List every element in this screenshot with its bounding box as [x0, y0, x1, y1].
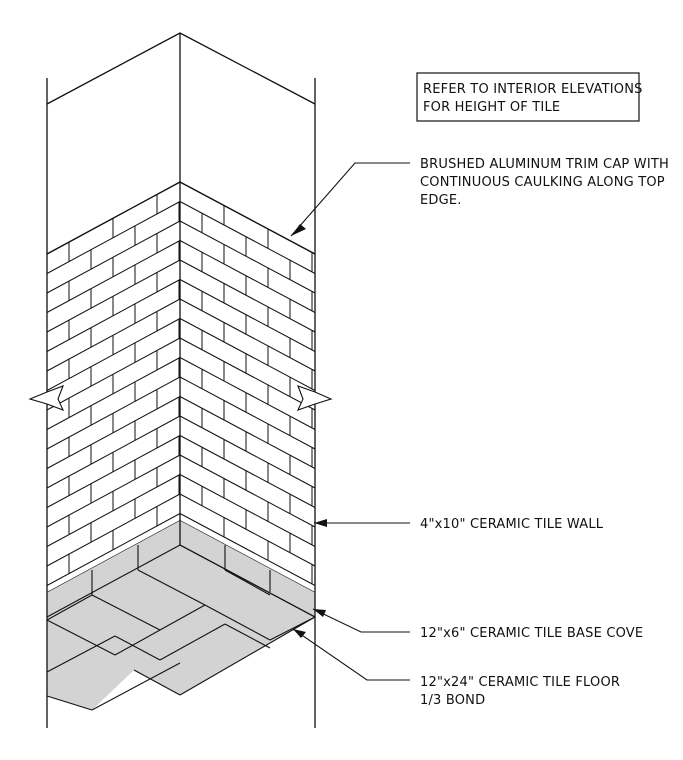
floor-tile-label-line-1: 12"x24" CERAMIC TILE FLOOR — [420, 675, 620, 690]
note-box-frame — [416, 72, 640, 122]
floor-joint-line — [91, 594, 161, 631]
base-cove-arrowhead — [313, 609, 326, 617]
floor-tile-leader — [292, 628, 410, 681]
tile-course-line — [46, 337, 181, 411]
tile-course-line — [179, 337, 316, 411]
tile-course-line — [179, 493, 316, 567]
tile-course-line — [179, 513, 316, 586]
note-box-line-1: REFER TO INTERIOR ELEVATIONS — [423, 82, 643, 97]
floor-joint-line — [159, 604, 206, 631]
tile-course-line — [179, 454, 316, 528]
floor-joint-line — [114, 635, 161, 661]
note-box: REFER TO INTERIOR ELEVATIONS FOR HEIGHT … — [416, 72, 643, 122]
floor-joint-line — [46, 544, 181, 618]
tile-course-line — [179, 376, 316, 450]
tile-course-line — [179, 259, 316, 333]
wall-tile-label: 4"x10" CERAMIC TILE WALL — [420, 517, 604, 532]
callout-labels: BRUSHED ALUMINUM TRIM CAP WITH CONTINUOU… — [420, 157, 669, 708]
tile-course-line — [46, 259, 181, 333]
base-cove-right-face — [180, 520, 315, 617]
floor-joint-line — [46, 695, 93, 711]
leader-arrowheads — [291, 224, 327, 638]
wall-tile-arrowhead — [314, 519, 327, 527]
tile-top-edge — [46, 181, 316, 255]
floor-joint-line — [137, 569, 206, 606]
floor-joint-line — [91, 662, 181, 711]
floor-joint-line — [46, 635, 116, 673]
break-symbol-right — [296, 385, 333, 411]
tile-course-line — [46, 298, 181, 372]
tile-course-line — [46, 376, 181, 450]
floor-tile-label-line-2: 1/3 BOND — [420, 693, 485, 708]
trim-cap-label-line-1: BRUSHED ALUMINUM TRIM CAP WITH — [420, 157, 669, 172]
trim-cap-arrowhead — [291, 224, 306, 236]
floor-joint-line — [269, 616, 316, 641]
floor-joint-line — [179, 544, 316, 618]
floor-joint-line — [133, 669, 181, 696]
trim-cap-label-line-3: EDGE. — [420, 193, 462, 208]
floor-tile-area — [47, 545, 315, 710]
trim-cap-leader — [290, 162, 410, 237]
tile-course-line — [46, 220, 181, 294]
floor-joint-line — [224, 623, 271, 649]
floor-joint-line — [204, 604, 271, 641]
leader-lines — [290, 162, 410, 681]
base-cove-label: 12"x6" CERAMIC TILE BASE COVE — [420, 626, 643, 641]
break-symbol-left — [28, 385, 65, 411]
tile-course-line — [179, 220, 316, 294]
floor-joint-line — [46, 619, 116, 656]
ceramic-tile-wall — [46, 181, 316, 592]
floor-tile-arrowhead — [293, 629, 306, 638]
note-box-line-2: FOR HEIGHT OF TILE — [423, 100, 560, 115]
tile-course-line — [46, 415, 181, 489]
trim-cap-label-line-2: CONTINUOUS CAULKING ALONG TOP — [420, 175, 665, 190]
floor-joint-line — [224, 569, 271, 596]
floor-joint-line — [159, 623, 226, 661]
floor-joint-line — [46, 594, 93, 621]
tile-course-line — [179, 298, 316, 372]
tile-course-line — [179, 415, 316, 489]
top-cap-edge — [46, 32, 316, 105]
tile-course-line — [46, 493, 181, 567]
break-symbols — [28, 385, 333, 411]
base-cove-leader — [312, 608, 410, 633]
floor-joint-line — [114, 629, 161, 656]
tile-wall-face — [47, 182, 315, 592]
tile-course-line — [46, 454, 181, 528]
floor-joint-line — [179, 616, 316, 696]
